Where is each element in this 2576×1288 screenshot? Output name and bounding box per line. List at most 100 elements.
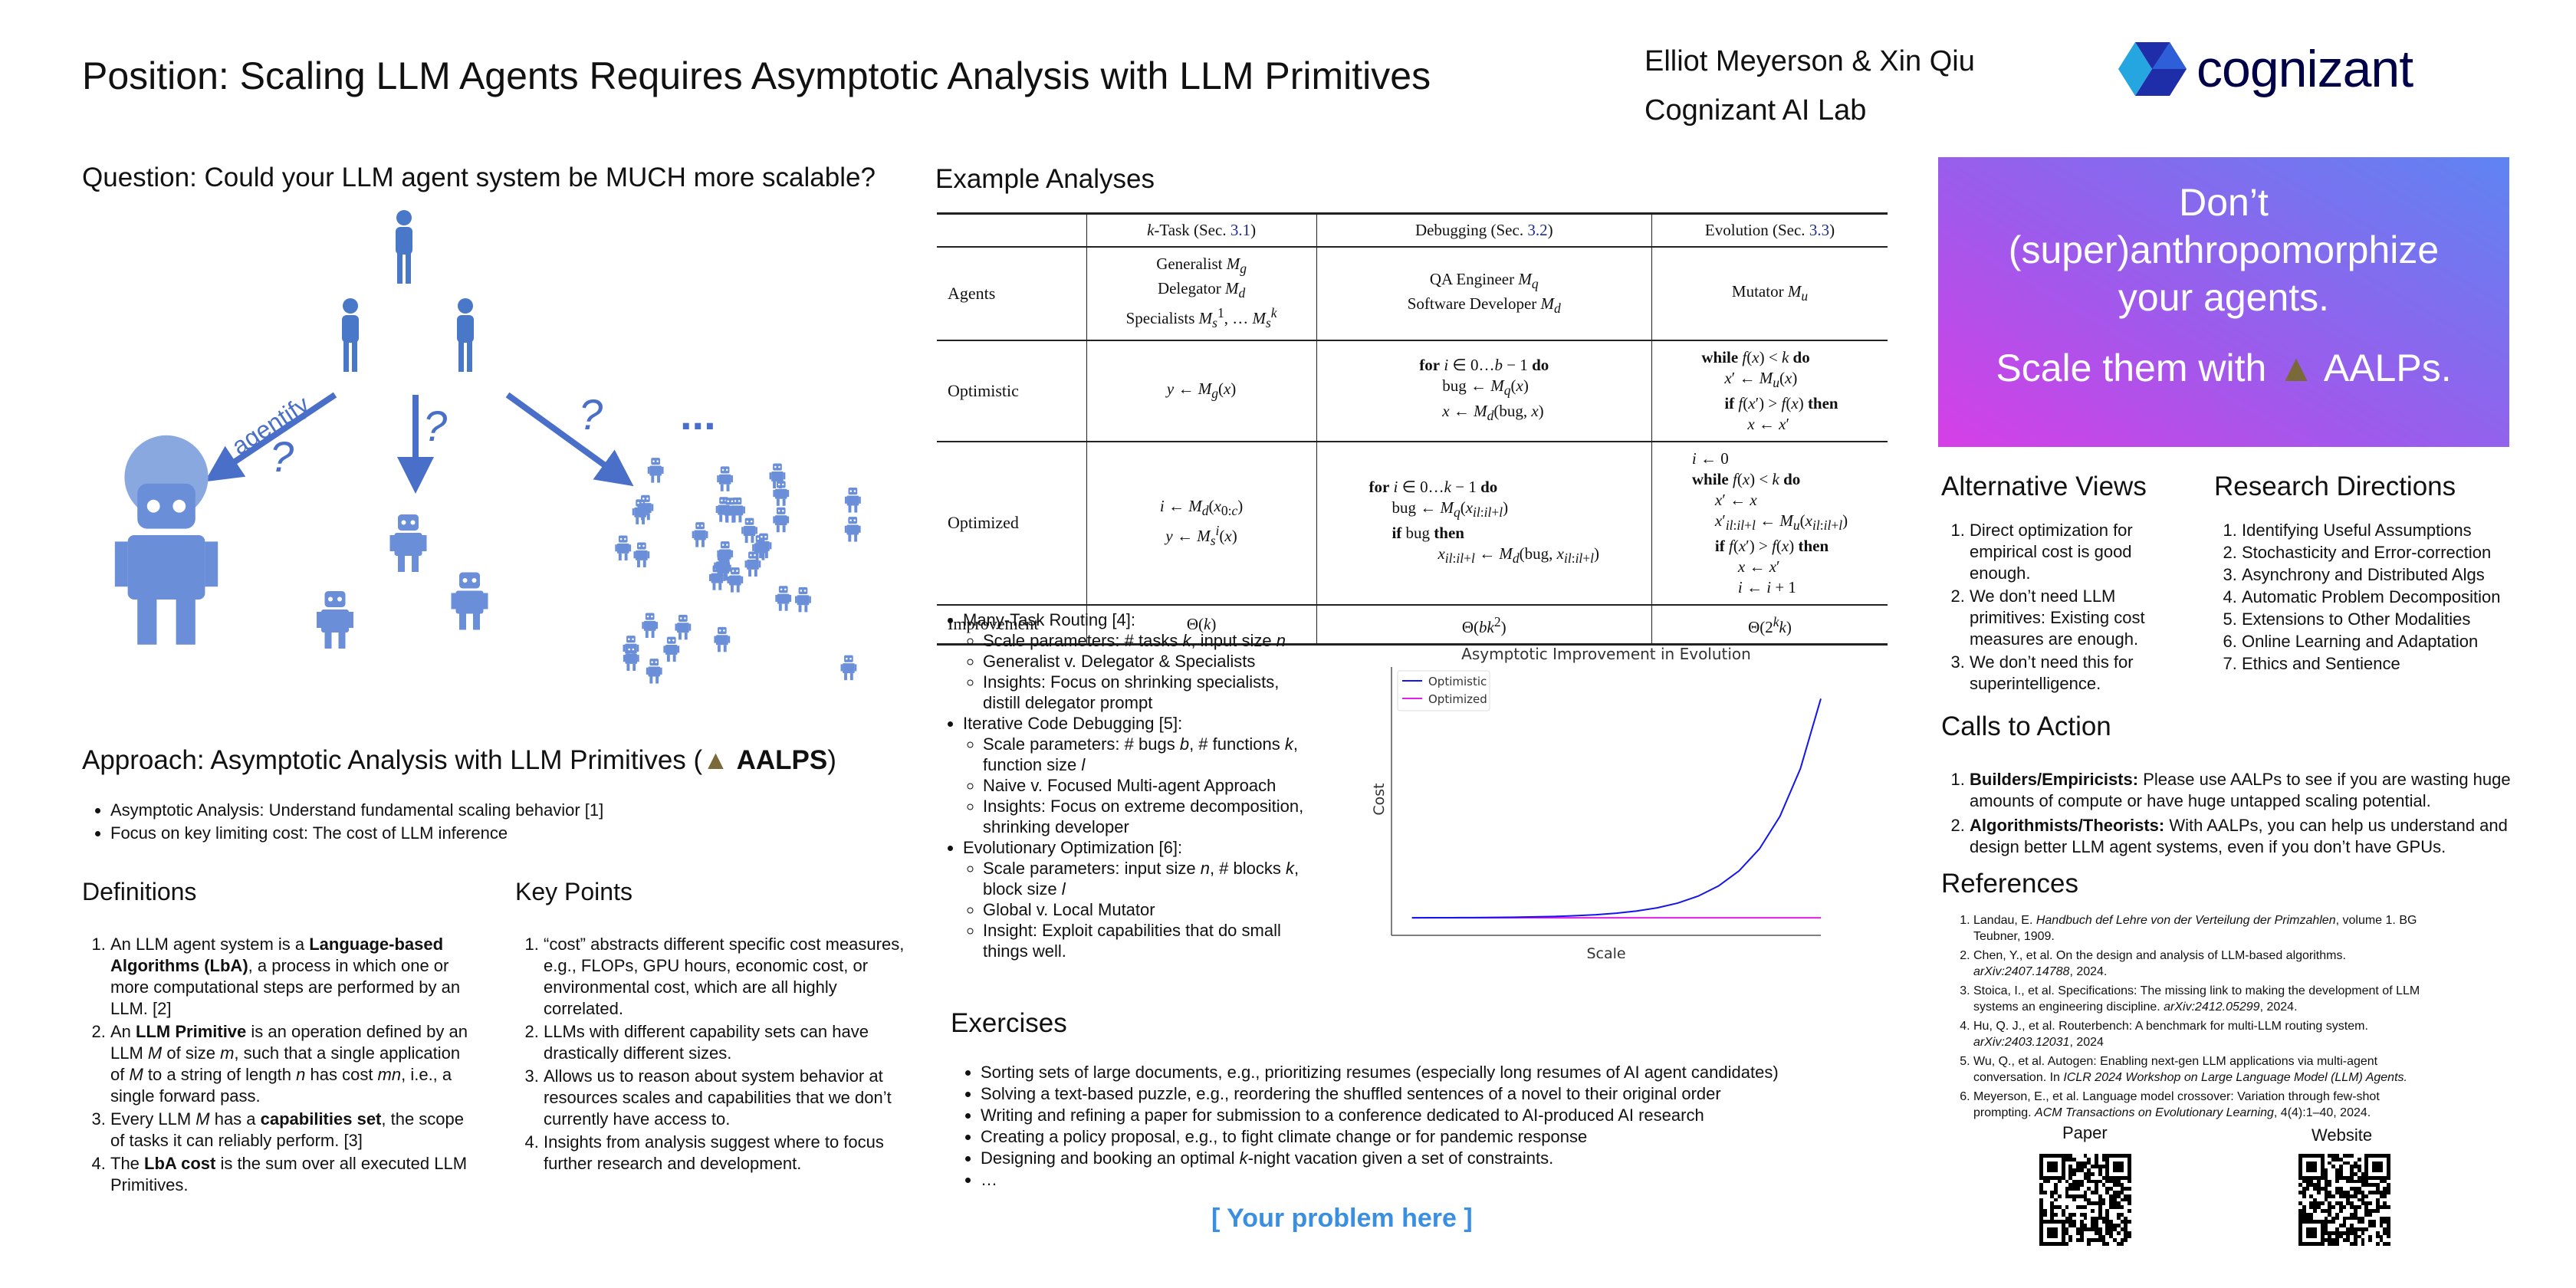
robot-icon: [844, 517, 861, 542]
banner-line: Scale them with ▲ AALPs.: [1938, 344, 2509, 392]
mountain-icon: ▲: [702, 745, 729, 775]
arrow-many: [505, 392, 634, 487]
research-item: Online Learning and Adaptation: [2242, 631, 2507, 652]
approach-heading-text: Approach: Asymptotic Analysis with LLM P…: [82, 745, 703, 775]
approach-item: Focus on key limiting cost: The cost of …: [110, 823, 603, 844]
exercises-heading: Exercises: [951, 1008, 1067, 1038]
definitions-heading: Definitions: [82, 878, 197, 905]
reference-item: Wu, Q., et al. Autogen: Enabling next-ge…: [1973, 1053, 2438, 1086]
robot-icon: [714, 626, 731, 652]
series-line-optimistic: [1411, 698, 1822, 919]
approach-brand: AALPS: [736, 745, 828, 775]
calls-heading: Calls to Action: [1941, 711, 2111, 741]
lab-name: Cognizant AI Lab: [1644, 94, 1867, 127]
robot-icon: [675, 614, 692, 640]
reference-item: Meyerson, E., et al. Language model cros…: [1973, 1089, 2438, 1121]
alternative-list: Direct optimization for empirical cost i…: [1944, 520, 2174, 696]
banner-line4-text: Scale them with: [1996, 347, 2267, 389]
example-sub-bullet: Insights: Focus on extreme decomposition…: [983, 796, 1320, 837]
table-cell: Mutator Mu: [1651, 247, 1888, 341]
robot-icon: [317, 514, 488, 649]
alternative-item: We don’t need LLM primitives: Existing c…: [1970, 586, 2174, 650]
robot-icon: [741, 518, 757, 544]
table-header: Debugging (Sec. 3.2): [1316, 212, 1652, 248]
table-cell: Θ(k): [1086, 604, 1317, 646]
alternative-item: We don’t need this for superintelligence…: [1970, 652, 2174, 695]
reference-item: Chen, Y., et al. On the design and analy…: [1973, 948, 2438, 980]
paper-qr-code[interactable]: [2039, 1154, 2131, 1246]
keypoint-item: Insights from analysis suggest where to …: [544, 1132, 909, 1175]
robot-icon: [717, 466, 734, 491]
example-analyses-table: k-Task (Sec. 3.1)Debugging (Sec. 3.2)Evo…: [937, 212, 1888, 646]
definitions-list: An LLM agent system is a Language-based …: [84, 934, 468, 1198]
brain-robot-icon: [114, 435, 219, 645]
approach-item: Asymptotic Analysis: Understand fundamen…: [110, 800, 603, 821]
robot-icon: [795, 586, 811, 613]
research-list: Identifying Useful AssumptionsStochastic…: [2216, 520, 2507, 675]
question-mark: ?: [423, 402, 447, 450]
robot-icon: [840, 655, 857, 681]
example-sub-bullet: Scale parameters: input size n, # blocks…: [983, 858, 1320, 899]
example-bullet: Evolutionary Optimization [6]:Scale para…: [963, 837, 1320, 961]
robot-icon: [844, 488, 861, 513]
row-label: Improvement: [937, 604, 1087, 646]
exercise-item: Sorting sets of large documents, e.g., p…: [981, 1062, 1779, 1083]
research-item: Automatic Problem Decomposition: [2242, 586, 2507, 607]
question-heading: Question: Could your LLM agent system be…: [82, 163, 876, 192]
research-item: Identifying Useful Assumptions: [2242, 520, 2507, 540]
agentify-diagram: agentify ? ? ? ...: [114, 210, 861, 684]
references-list: Landau, E. Handbuch def Lehre von der Ve…: [1947, 912, 2438, 1124]
exercise-item: Creating a policy proposal, e.g., to fig…: [981, 1126, 1779, 1148]
ellipsis: ...: [680, 390, 716, 439]
poster-title: Position: Scaling LLM Agents Requires As…: [82, 54, 1431, 97]
reference-item: Hu, Q. J., et al. Routerbench: A benchma…: [1973, 1018, 2438, 1050]
authors: Elliot Meyerson & Xin Qiu: [1644, 45, 1975, 77]
table-cell: Θ(2kk): [1651, 604, 1888, 646]
legend-label: Optimistic: [1428, 675, 1487, 688]
robot-icon: [642, 613, 659, 638]
human-icon: [342, 298, 359, 372]
cognizant-logo-text: cognizant: [2196, 40, 2413, 98]
definition-item: Every LLM M has a capabilities set, the …: [110, 1109, 468, 1152]
robot-icon: [615, 535, 632, 561]
table-header: Evolution (Sec. 3.3): [1651, 212, 1888, 248]
keypoints-heading: Key Points: [515, 878, 632, 905]
human-icon: [396, 210, 412, 284]
keypoint-item: Allows us to reason about system behavio…: [544, 1066, 909, 1130]
example-sub-bullet: Insights: Focus on shrinking specialists…: [983, 672, 1320, 713]
row-label: Optimistic: [937, 340, 1087, 442]
question-mark: ?: [270, 432, 294, 481]
research-item: Ethics and Sentience: [2242, 653, 2507, 674]
call-item: Builders/Empiricists: Please use AALPs t…: [1970, 769, 2511, 812]
research-item: Extensions to Other Modalities: [2242, 609, 2507, 629]
website-qr-code[interactable]: [2298, 1154, 2390, 1246]
example-sub-bullet: Scale parameters: # tasks k, input size …: [983, 630, 1320, 651]
robot-icon: [663, 636, 680, 662]
research-heading: Research Directions: [2214, 472, 2456, 501]
robot-icon: [646, 659, 662, 684]
call-item: Algorithmists/Theorists: With AALPs, you…: [1970, 815, 2511, 858]
references-heading: References: [1941, 869, 2078, 899]
keypoint-item: “cost” abstracts different specific cost…: [544, 934, 909, 1020]
example-bullet: Many-Task Routing [4]:Scale parameters: …: [963, 610, 1320, 713]
example-sub-bullet: Generalist v. Delegator & Specialists: [983, 651, 1320, 672]
research-item: Stochasticity and Error-correction: [2242, 542, 2507, 563]
human-icon: [457, 298, 474, 372]
examples-heading: Example Analyses: [935, 164, 1155, 194]
example-bullet: Iterative Code Debugging [5]:Scale param…: [963, 713, 1320, 837]
legend-label: Optimized: [1428, 692, 1487, 706]
definition-item: An LLM Primitive is an operation defined…: [110, 1021, 468, 1107]
reference-item: Stoica, I., et al. Specifications: The m…: [1973, 983, 2438, 1015]
arrow-agentify: [205, 392, 337, 482]
banner-line: Don’t: [2179, 181, 2269, 224]
example-sub-bullet: Scale parameters: # bugs b, # functions …: [983, 734, 1320, 775]
robot-icon: [633, 542, 650, 567]
row-label: Optimized: [937, 441, 1087, 606]
your-problem-link[interactable]: [ Your problem here ]: [1211, 1204, 1473, 1233]
examples-bullets: Many-Task Routing [4]:Scale parameters: …: [937, 610, 1320, 961]
y-axis-label: Cost: [1371, 783, 1388, 815]
robot-icon: [773, 507, 790, 533]
